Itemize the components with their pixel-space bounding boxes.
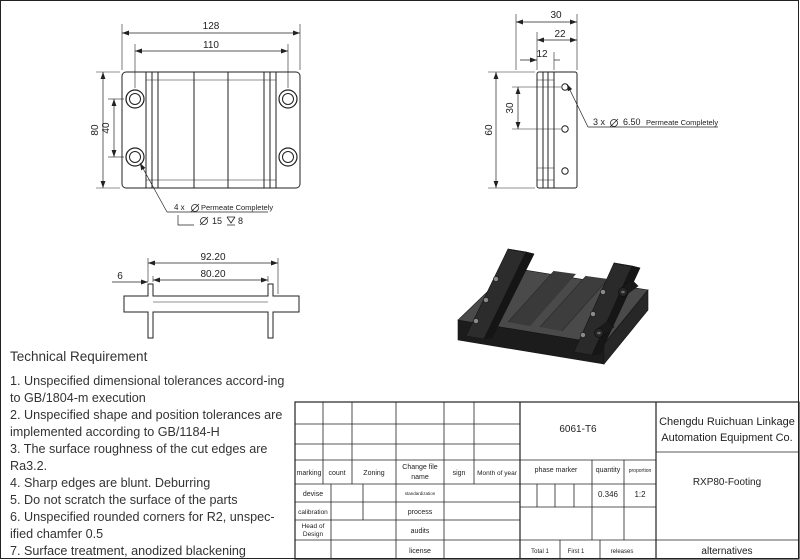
head-of-design-label-line1: Head of (302, 523, 325, 530)
alternatives-label: alternatives (701, 546, 752, 557)
standardization-label: standardization (405, 491, 436, 496)
requirement-item: 4. Sharp edges are blunt. Deburring (10, 476, 211, 490)
marking-label: marking (297, 470, 322, 477)
phase-marker-label: phase marker (535, 467, 578, 474)
weight-value: 0.346 (598, 490, 619, 499)
dim-front-hole-pitch: 40 (101, 122, 112, 134)
zoning-label: Zoning (363, 470, 385, 477)
dim-bottom-width-inner: 80.20 (200, 269, 225, 280)
front-outline (121, 71, 301, 189)
requirement-item: 1. Unspecified dimensional tolerances ac… (10, 374, 285, 405)
head-of-design-label-line2: Design (303, 531, 324, 538)
material-label: 6061-T6 (559, 424, 597, 435)
bottom-view (112, 258, 300, 339)
month-of-year-label: Month of year (477, 470, 518, 477)
audits-label: audits (411, 528, 430, 535)
count-label: count (328, 470, 345, 477)
bolt-upper (618, 279, 639, 297)
side-hole-note-text: Permeate Completely (646, 118, 718, 127)
requirement-item: 7. Surface treatment, anodized blackenin… (10, 544, 246, 558)
bolt-lower (594, 320, 615, 338)
devise-label: devise (303, 491, 323, 498)
company-name-line1: Chengdu Ruichuan Linkage (659, 416, 795, 428)
front-cbore-depth: 8 (238, 216, 243, 226)
company-name-line2: Automation Equipment Co. (661, 432, 792, 444)
dim-side-hole-pitch: 30 (505, 102, 516, 114)
releases-label: releases (611, 549, 634, 555)
side-view (488, 14, 718, 189)
dim-side-height: 60 (484, 124, 495, 136)
front-hole-note-text: Permeate Completely (201, 203, 273, 212)
process-label: process (408, 509, 433, 516)
dim-front-width-inner: 110 (203, 40, 219, 51)
change-file-label-line1: Change file (402, 464, 438, 471)
dim-bottom-width-outer: 92.20 (200, 252, 225, 263)
front-hole-left-bottom (125, 147, 145, 167)
front-cbore-note: 15 (212, 216, 222, 226)
dim-bottom-thickness: 6 (117, 271, 123, 282)
total-sheets-label: Total 1 (531, 549, 549, 555)
isometric-render (457, 248, 649, 365)
dim-front-height: 80 (90, 124, 101, 136)
base-side-face (603, 289, 649, 365)
dim-side-width-inner: 12 (536, 49, 548, 60)
dim-front-width-outer: 128 (203, 21, 220, 32)
technical-requirements-title: Technical Requirement (10, 349, 148, 364)
change-file-label-line2: name (411, 474, 429, 481)
scale-value: 1:2 (634, 490, 646, 499)
front-hole-right-top (278, 89, 298, 109)
front-hole-right-bottom (278, 147, 298, 167)
side-hole-note-dia: 6.50 (623, 117, 641, 127)
proportion-label: proportion (629, 468, 652, 474)
dim-side-width-outer: 30 (550, 10, 562, 21)
title-block (294, 401, 800, 560)
sign-label: sign (453, 470, 466, 477)
part-name: RXP80-Footing (693, 477, 761, 488)
calibration-label: calibration (298, 509, 328, 516)
requirement-item: 3. The surface roughness of the cut edge… (10, 442, 268, 473)
side-hole-middle (561, 125, 569, 133)
side-outline (536, 71, 578, 189)
dim-side-width-mid: 22 (554, 29, 566, 40)
bottom-outline (123, 283, 300, 339)
first-sheet-label: First 1 (568, 549, 585, 555)
front-hole-left-top (125, 89, 145, 109)
side-hole-bottom (561, 167, 569, 175)
technical-requirements: Technical Requirement 1. Unspecified dim… (10, 348, 292, 560)
requirement-item: 6. Unspecified rounded corners for R2, u… (10, 510, 275, 541)
front-hole-note-prefix: 4 x (174, 203, 185, 212)
side-hole-note-prefix: 3 x (593, 117, 606, 127)
front-view (96, 24, 301, 226)
requirement-item: 2. Unspecified shape and position tolera… (10, 408, 283, 439)
quantity-label: quantity (596, 467, 621, 474)
license-label: license (409, 548, 431, 555)
requirement-item: 5. Do not scratch the surface of the par… (10, 493, 238, 507)
